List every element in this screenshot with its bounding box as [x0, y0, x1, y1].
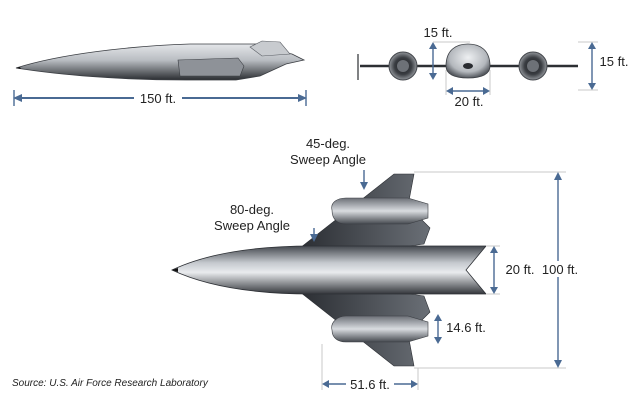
front-view-fuselage: [445, 43, 491, 79]
top-view-lower-nacelle: [331, 315, 429, 343]
top-view: 45-deg. Sweep Angle 80-deg. Sweep Angle …: [171, 136, 584, 392]
fuselage-width-label: 20 ft.: [506, 262, 535, 277]
span-label: 100 ft.: [542, 262, 578, 277]
sweep-80-label-line1: 80-deg.: [230, 202, 274, 217]
source-caption: Source: U.S. Air Force Research Laborato…: [12, 378, 209, 389]
sweep-45-label-line2: Sweep Angle: [290, 152, 366, 167]
top-view-fuselage: [171, 245, 487, 295]
side-view-tail-fin: [249, 40, 291, 57]
nacelle-label: 14.6 ft.: [446, 320, 486, 335]
length-label: 150 ft.: [140, 91, 176, 106]
sweep-80-label-line2: Sweep Angle: [214, 218, 290, 233]
top-view-upper-nacelle: [331, 197, 429, 225]
side-view: 150 ft.: [13, 40, 307, 106]
sweep-45-label-line1: 45-deg.: [306, 136, 350, 151]
side-view-engine: [177, 57, 245, 77]
front-width-label: 20 ft.: [455, 94, 484, 109]
front-right-height-label: 15 ft.: [600, 54, 629, 69]
aft-length-label: 51.6 ft.: [350, 377, 390, 392]
front-view: 15 ft. 15 ft. 20 ft.: [357, 25, 629, 109]
front-height-label: 15 ft.: [424, 25, 453, 40]
